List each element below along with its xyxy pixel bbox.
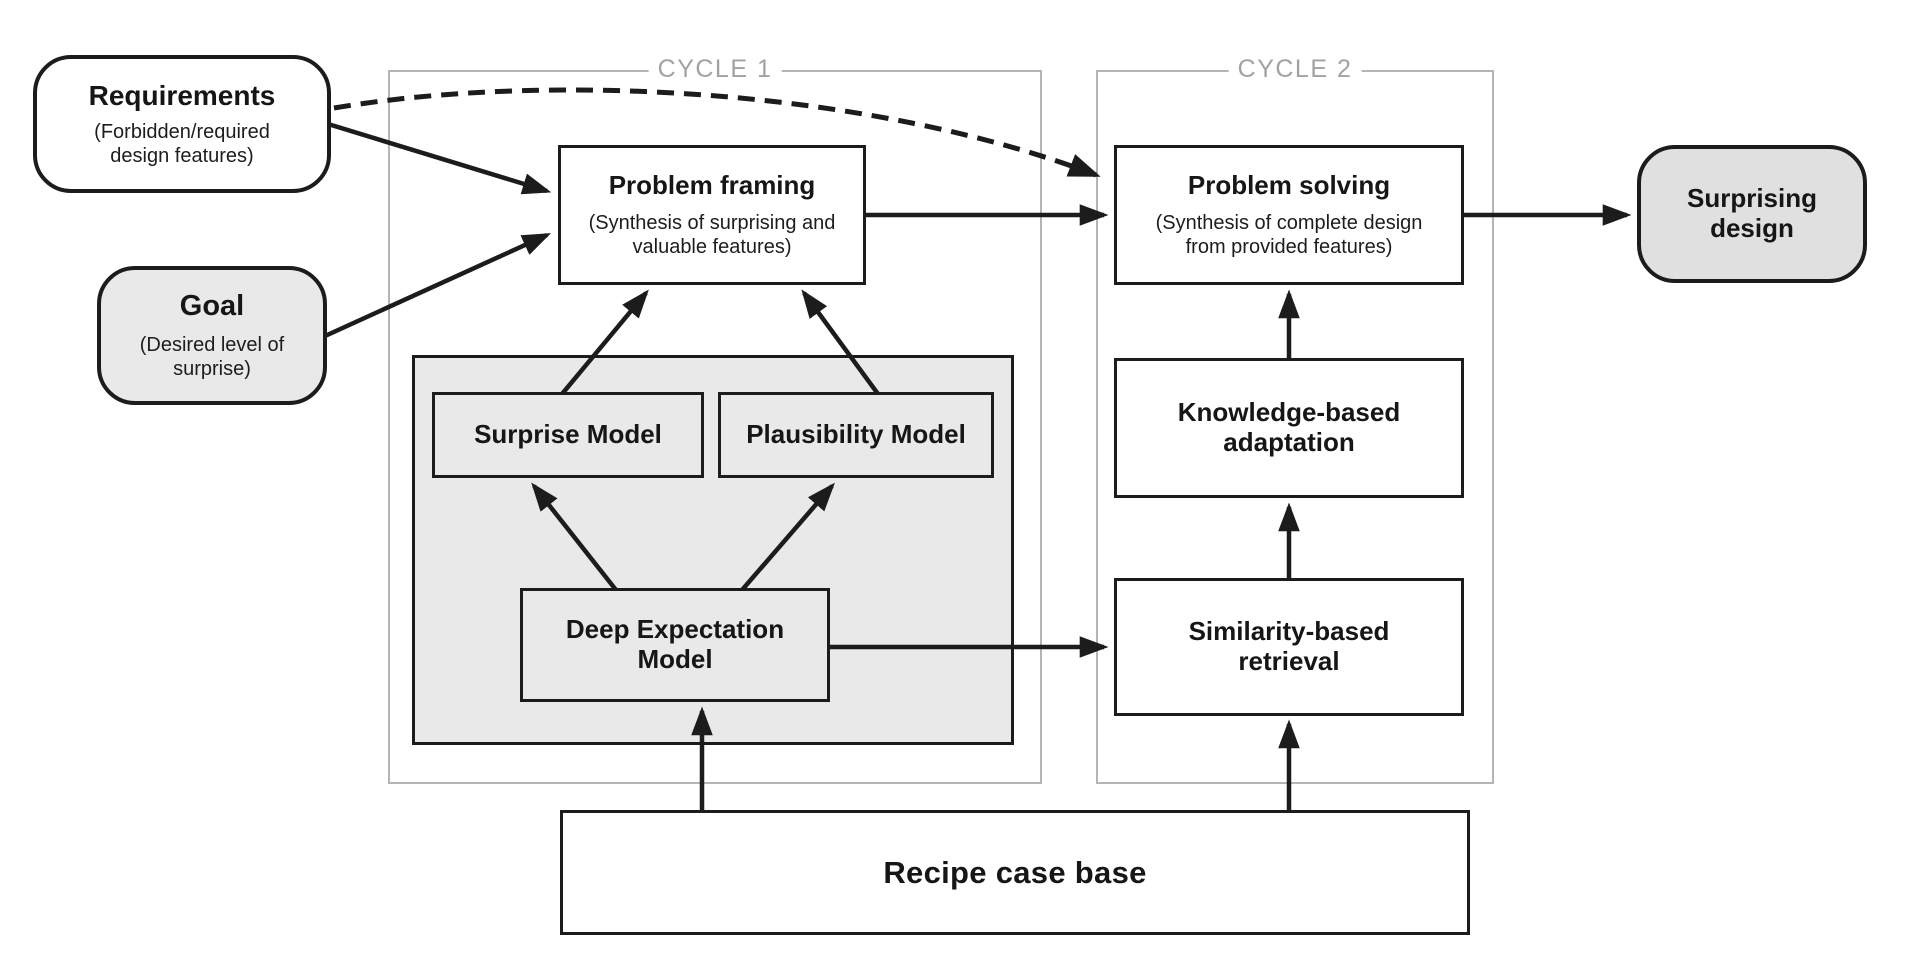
node-knowledge-based-adaptation: Knowledge-based adaptation: [1114, 358, 1464, 498]
knowledge-based-adaptation-title: Knowledge-based adaptation: [1177, 397, 1401, 457]
problem-framing-title: Problem framing: [608, 169, 816, 200]
similarity-based-retrieval-title: Similarity-based retrieval: [1188, 616, 1390, 676]
cycle2-container: CYCLE 2: [1096, 55, 1494, 784]
node-recipe-case-base: Recipe case base: [560, 810, 1470, 935]
node-similarity-based-retrieval: Similarity-based retrieval: [1114, 578, 1464, 716]
problem-solving-title: Problem solving: [1187, 169, 1391, 200]
goal-title: Goal: [179, 290, 245, 323]
cycle2-label: CYCLE 2: [1228, 55, 1362, 84]
requirements-title: Requirements: [88, 79, 276, 111]
cycle1-label: CYCLE 1: [648, 55, 782, 84]
requirements-subtitle: (Forbidden/required design features): [94, 121, 270, 168]
node-requirements: Requirements (Forbidden/required design …: [33, 55, 331, 193]
node-deep-expectation-model: Deep Expectation Model: [520, 588, 830, 702]
problem-solving-subtitle: (Synthesis of complete design from provi…: [1155, 212, 1423, 259]
surprising-design-title: Surprising design: [1686, 183, 1817, 243]
goal-subtitle: (Desired level of surprise): [139, 333, 285, 380]
node-plausibility-model: Plausibility Model: [718, 392, 994, 478]
node-surprise-model: Surprise Model: [432, 392, 704, 478]
problem-framing-subtitle: (Synthesis of surprising and valuable fe…: [588, 212, 836, 259]
surprise-model-title: Surprise Model: [474, 419, 662, 450]
deep-expectation-model-title: Deep Expectation Model: [565, 614, 785, 674]
node-problem-framing: Problem framing (Synthesis of surprising…: [558, 145, 866, 285]
cycle1-container: CYCLE 1: [388, 55, 1042, 784]
node-surprising-design: Surprising design: [1637, 145, 1867, 283]
node-goal: Goal (Desired level of surprise): [97, 266, 327, 405]
plausibility-model-title: Plausibility Model: [746, 419, 966, 450]
recipe-case-base-title: Recipe case base: [883, 854, 1147, 890]
node-problem-solving: Problem solving (Synthesis of complete d…: [1114, 145, 1464, 285]
